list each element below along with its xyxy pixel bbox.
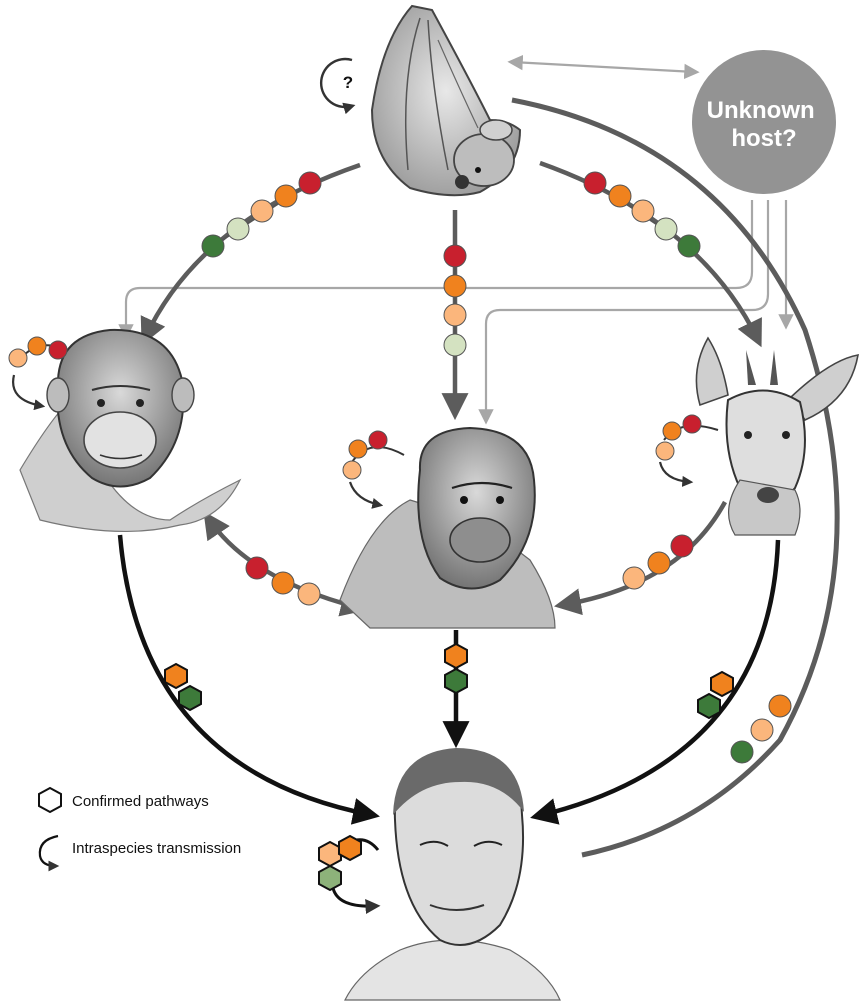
circle-chain-bat-chimp	[202, 172, 321, 257]
hex-duiker-human	[698, 672, 733, 718]
circle-chain-bat-gorilla	[444, 245, 466, 356]
hex-chimp-human	[165, 664, 201, 710]
hex-gorilla-human	[445, 644, 467, 693]
circle-chain-bat-human	[731, 695, 791, 763]
gorilla-illustration	[340, 428, 555, 628]
legend-hex-icon	[39, 788, 61, 812]
gorilla-loop-icon	[343, 431, 404, 505]
human-loop-icon	[319, 836, 378, 906]
legend-intraspecies-label: Intraspecies transmission	[72, 840, 241, 857]
duiker-loop-icon	[656, 415, 718, 482]
bat-illustration	[372, 6, 520, 195]
circle-chain-duiker-gorilla	[623, 535, 693, 589]
circle-chain-bat-duiker	[584, 172, 700, 257]
circle-chain-chimp-gorilla	[246, 557, 320, 605]
legend-confirmed-label: Confirmed pathways	[72, 793, 209, 810]
chimpanzee-illustration	[20, 330, 240, 532]
question-mark: ?	[343, 73, 353, 92]
legend-loop-icon	[40, 836, 58, 866]
human-illustration	[345, 748, 560, 1000]
